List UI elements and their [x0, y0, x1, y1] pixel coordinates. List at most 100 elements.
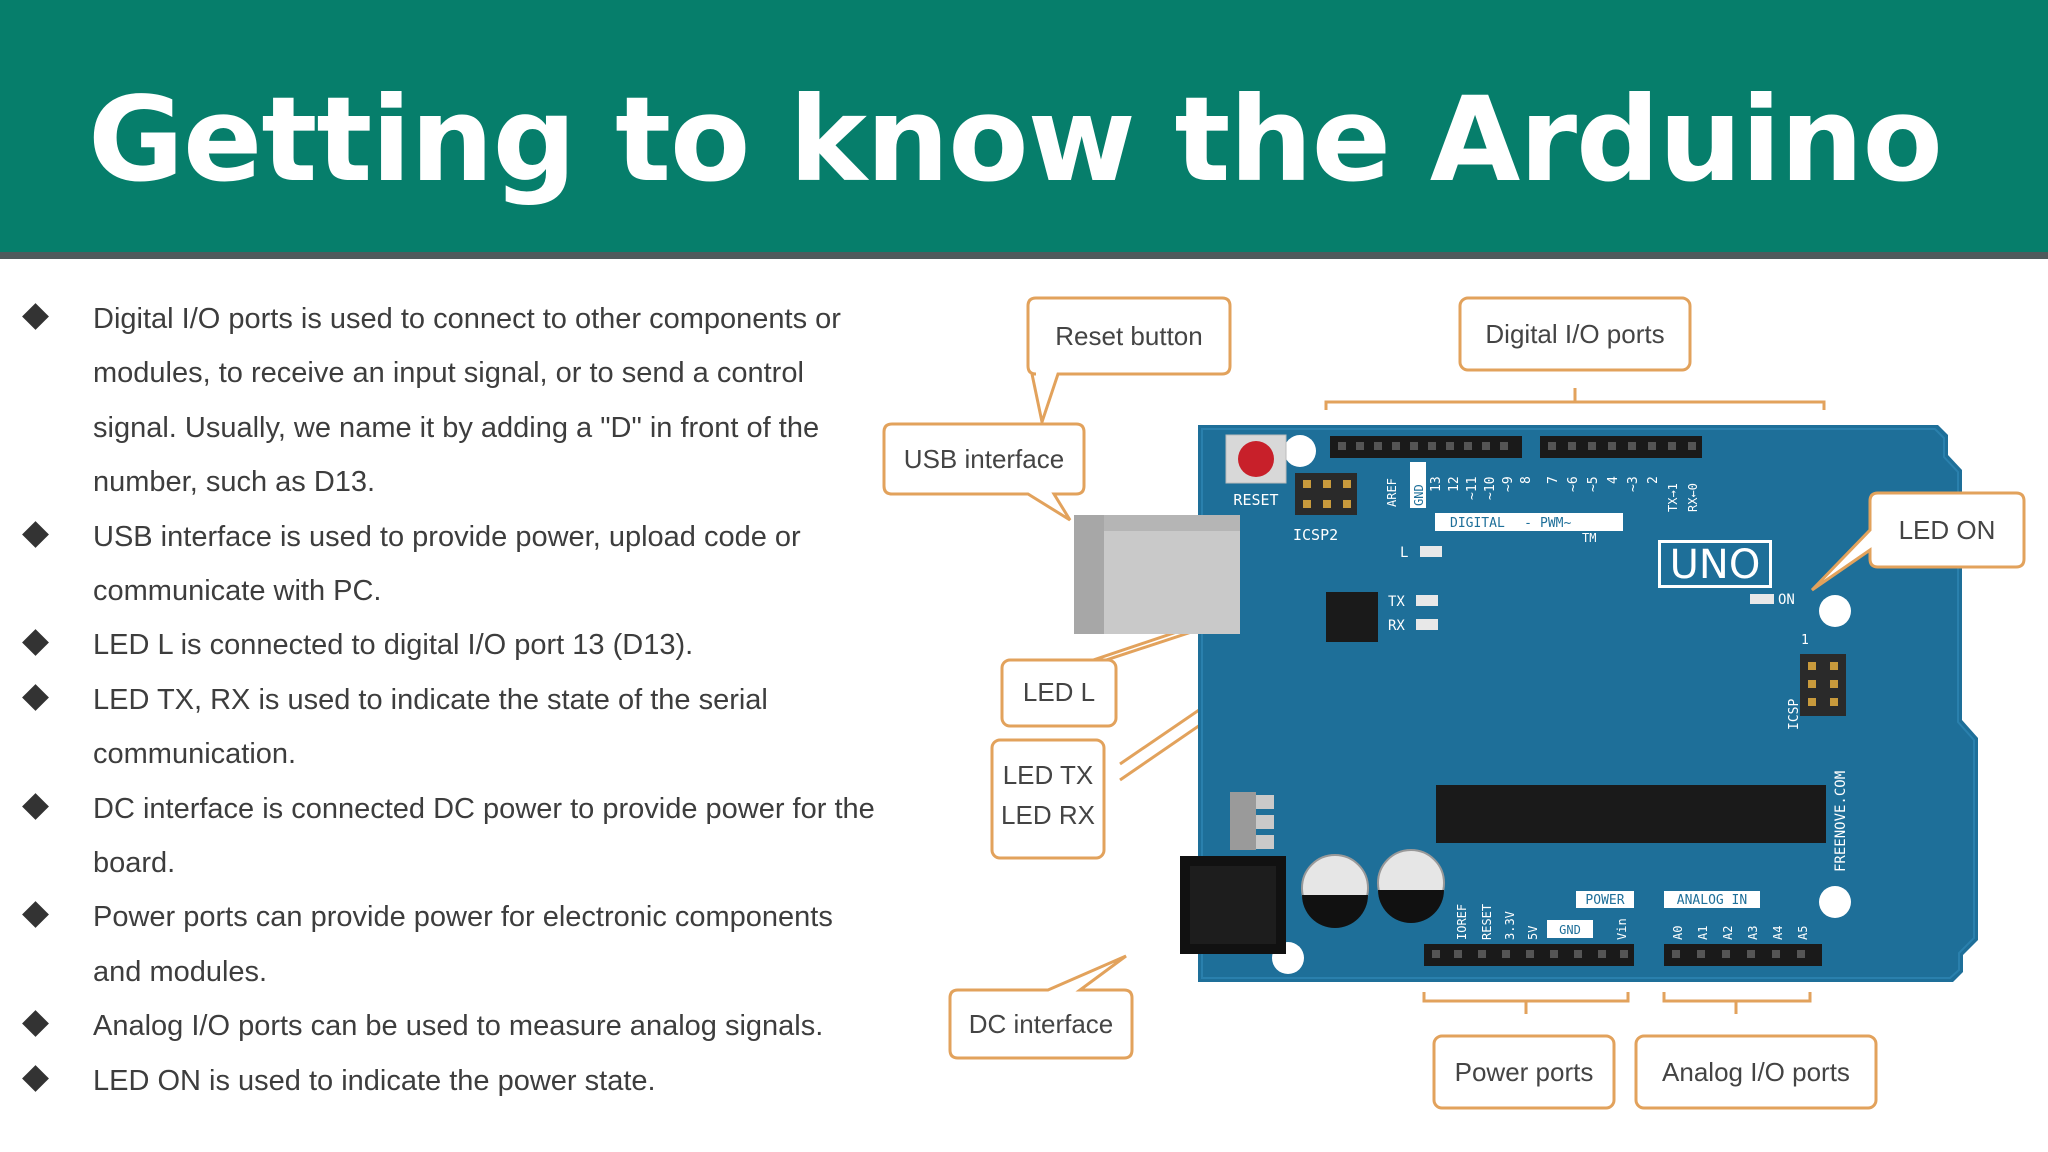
capacitor: [1377, 849, 1445, 923]
bullet-item: Power ports can provide power for electr…: [22, 890, 884, 999]
svg-text:-: -: [1524, 516, 1532, 531]
pin-label: TX→1: [1666, 483, 1680, 512]
diamond-bullet-icon: [22, 629, 49, 657]
reset-button-callout: [1026, 296, 1232, 428]
icsp-header: [1800, 654, 1846, 716]
bullet-list: Digital I/O ports is used to connect to …: [22, 292, 884, 1108]
pin-label: ~6: [1566, 476, 1581, 492]
diamond-bullet-icon: [22, 683, 49, 711]
icsp2-label: ICSP2: [1293, 526, 1338, 544]
led-l-label: LED L: [1022, 677, 1096, 707]
mounting-hole: [1819, 886, 1851, 918]
pin-label: ~10: [1483, 477, 1498, 500]
title-banner-border: [0, 252, 2048, 259]
digital-bracket: [1324, 400, 1826, 410]
pin-label: ~11: [1465, 477, 1480, 500]
bullet-text: Power ports can provide power for electr…: [93, 901, 833, 988]
reset-button-label: Reset button: [1055, 321, 1203, 351]
dc-interface-callout: [948, 954, 1134, 1060]
pin-label: Vin: [1615, 918, 1629, 940]
l-label: L: [1400, 545, 1408, 561]
freenove-label: FREENOVE.COM: [1833, 771, 1849, 872]
reset-button-cap: [1238, 441, 1274, 477]
diamond-bullet-icon: [22, 792, 49, 820]
icsp2-header: [1295, 473, 1357, 515]
tm-label: TM: [1582, 531, 1596, 545]
pin-label: IOREF: [1455, 904, 1469, 940]
usb-interface-label: USB interface: [903, 444, 1065, 474]
analog-in-label: ANALOG IN: [1677, 893, 1747, 908]
bullet-text: Digital I/O ports is used to connect to …: [93, 303, 841, 499]
pin-label: 3.3V: [1503, 911, 1517, 940]
power-bracket: [1422, 992, 1630, 1003]
diamond-bullet-icon: [22, 901, 49, 929]
bullet-item: LED TX, RX is used to indicate the state…: [22, 673, 884, 782]
mounting-hole: [1284, 435, 1316, 467]
dc-interface-label: DC interface: [968, 1009, 1114, 1039]
led-tx-rx-callout: [990, 738, 1106, 860]
reset-label: RESET: [1233, 491, 1278, 509]
pin-label: 8: [1519, 476, 1534, 484]
page-title: Getting to know the Arduino: [88, 71, 1943, 208]
tx-label: TX: [1388, 594, 1405, 610]
bullet-text: LED TX, RX is used to indicate the state…: [93, 683, 768, 771]
pin-label: A4: [1771, 926, 1785, 940]
diamond-bullet-icon: [22, 520, 49, 548]
digital-io-label: Digital I/O ports: [1485, 319, 1665, 349]
mounting-hole: [1819, 595, 1851, 627]
pin-label: 4: [1606, 476, 1621, 484]
capacitor: [1301, 854, 1369, 928]
bullet-text: USB interface is used to provide power, …: [93, 520, 801, 608]
analog-io-label: Analog I/O ports: [1662, 1057, 1850, 1087]
pin-label: AREF: [1385, 478, 1399, 507]
pin-label: GND: [1412, 484, 1426, 506]
bullet-item: DC interface is connected DC power to pr…: [22, 782, 884, 891]
arduino-diagram: RESET ICSP2 AREF GND 13 12 ~11 ~10 ~9 8 …: [880, 280, 2048, 1152]
led-tx: [1416, 595, 1438, 606]
pin-label: A5: [1796, 926, 1810, 940]
bullet-item: USB interface is used to provide power, …: [22, 510, 884, 619]
bullet-item: Analog I/O ports can be used to measure …: [22, 999, 884, 1053]
digital-label: DIGITAL: [1450, 516, 1505, 531]
usb-interface-callout: [882, 422, 1086, 522]
uno-logo: UNO: [1670, 542, 1761, 588]
power-ports-callout: [1432, 1034, 1616, 1110]
led-on: [1750, 594, 1774, 604]
diamond-bullet-icon: [22, 1064, 49, 1092]
bullet-text: LED ON is used to indicate the power sta…: [93, 1064, 656, 1097]
pin-label: RX←0: [1686, 483, 1700, 512]
pin-label: ~3: [1626, 476, 1641, 492]
analog-io-callout: [1634, 1034, 1878, 1110]
led-tx-label: LED TX: [1002, 760, 1094, 790]
voltage-regulator: [1230, 792, 1256, 850]
pin-label: A1: [1696, 926, 1710, 940]
pin-label: 12: [1447, 476, 1462, 492]
led-rx: [1416, 619, 1438, 630]
icsp-pin-label: 1: [1801, 633, 1809, 648]
led-on-label: LED ON: [1898, 515, 1996, 545]
bullet-item: LED L is connected to digital I/O port 1…: [22, 618, 884, 672]
icsp-label: ICSP: [1787, 699, 1802, 730]
led-l-callout: [1000, 658, 1118, 728]
bullet-item: Digital I/O ports is used to connect to …: [22, 292, 884, 510]
analog-header: [1664, 944, 1822, 966]
pin-label: A3: [1746, 926, 1760, 940]
analog-bracket: [1662, 992, 1812, 1003]
pin-label: RESET: [1480, 904, 1494, 940]
callout-boxes: [882, 296, 2026, 1110]
diamond-bullet-icon: [22, 1010, 49, 1038]
pin-label: ~9: [1501, 476, 1516, 492]
diamond-bullet-icon: [22, 303, 49, 330]
pin-label: A2: [1721, 926, 1735, 940]
on-label: ON: [1778, 592, 1795, 608]
digital-io-callout: [1458, 296, 1692, 372]
led-on-callout: [1810, 491, 2026, 592]
pin-label: 5V: [1526, 926, 1540, 940]
bracket-lines: [1324, 388, 1826, 1014]
microcontroller-chip: [1436, 785, 1826, 843]
pin-label: ~5: [1586, 476, 1601, 492]
bullet-text: DC interface is connected DC power to pr…: [93, 792, 875, 880]
pin-label: 7: [1546, 476, 1561, 484]
arduino-board-svg: RESET ICSP2 AREF GND 13 12 ~11 ~10 ~9 8 …: [882, 296, 2026, 1110]
bullet-text: Analog I/O ports can be used to measure …: [93, 1010, 824, 1043]
